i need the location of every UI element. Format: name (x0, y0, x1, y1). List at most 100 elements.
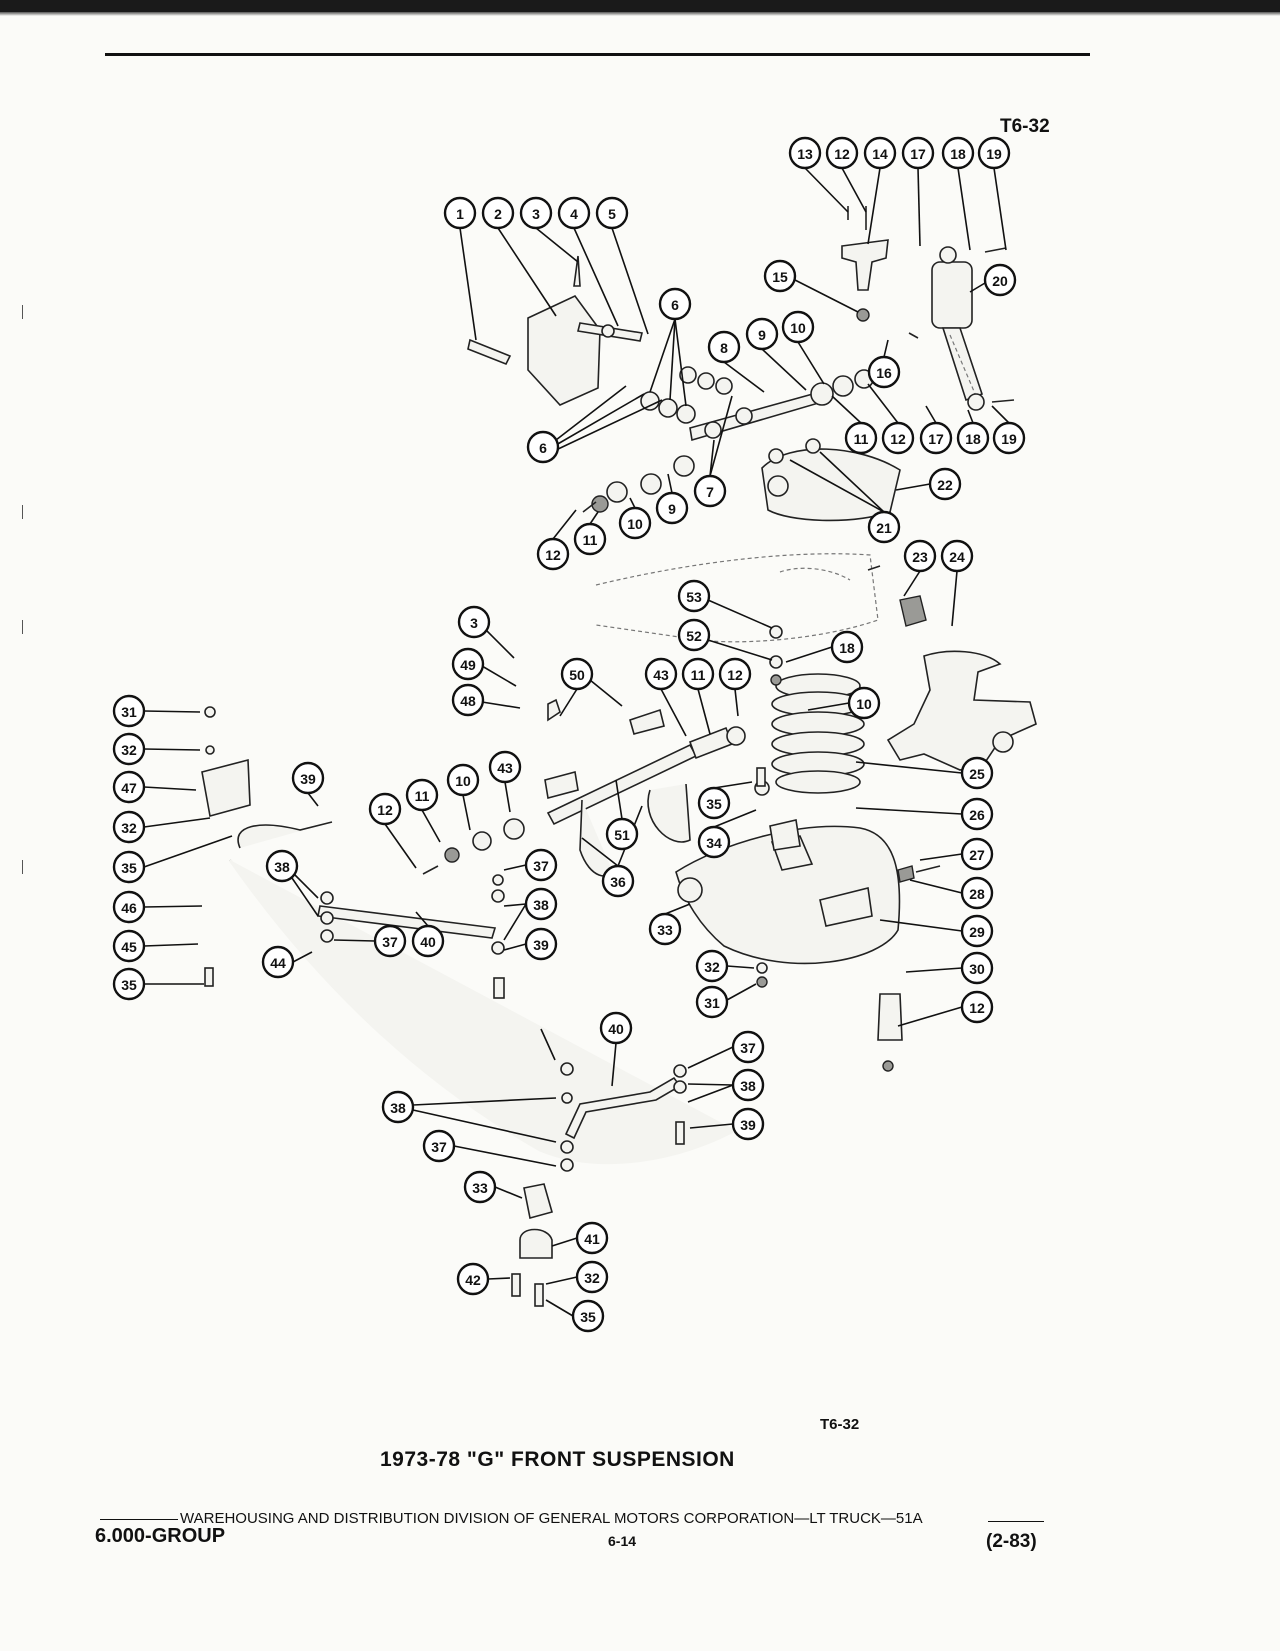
callout-circle (595, 196, 629, 230)
callout-number: 17 (928, 431, 944, 447)
callout-circle (575, 1260, 609, 1294)
callout-37: 37 (731, 1030, 765, 1064)
figure-code-top: T6-32 (1000, 116, 1050, 137)
callout-41: 41 (575, 1221, 609, 1255)
callout-circle (992, 421, 1026, 455)
callout-number: 9 (758, 327, 766, 343)
footer-lead-rule (100, 1518, 178, 1520)
callout-14: 14 (863, 136, 897, 170)
callout-circle (575, 1221, 609, 1255)
callout-circle (557, 196, 591, 230)
callout-number: 3 (532, 206, 540, 222)
binder-mark (22, 305, 23, 319)
callout-32: 32 (112, 732, 146, 766)
callout-49: 49 (451, 647, 485, 681)
callout-number: 12 (377, 802, 393, 818)
callout-circle (960, 914, 994, 948)
callout-circle (960, 797, 994, 831)
callout-circle (940, 539, 974, 573)
callout-15: 15 (763, 259, 797, 293)
callout-circle (112, 850, 146, 884)
callout-circle (411, 924, 445, 958)
callout-33: 33 (648, 912, 682, 946)
callout-number: 31 (121, 704, 137, 720)
upper-ball-joint (841, 206, 889, 322)
callout-37: 37 (422, 1129, 456, 1163)
shaft-hardware-upper (582, 366, 874, 513)
callout-16: 16 (867, 355, 901, 389)
callout-circle (731, 1107, 765, 1141)
callout-28: 28 (960, 876, 994, 910)
callout-circle (648, 912, 682, 946)
callout-circle (368, 792, 402, 826)
callout-6: 6 (658, 287, 692, 321)
callout-12: 12 (825, 136, 859, 170)
callout-circle (763, 259, 797, 293)
callout-number: 18 (965, 431, 981, 447)
callout-44: 44 (261, 945, 295, 979)
callout-number: 1 (456, 206, 464, 222)
callout-circle (644, 657, 678, 691)
callout-35: 35 (112, 850, 146, 884)
callout-35: 35 (112, 967, 146, 1001)
callout-12: 12 (960, 990, 994, 1024)
callout-circle (422, 1129, 456, 1163)
callout-number: 18 (839, 640, 855, 656)
callout-number: 10 (627, 516, 643, 532)
callout-number: 37 (382, 934, 398, 950)
callout-5: 5 (595, 196, 629, 230)
stabilizer-link-lower (560, 1062, 687, 1172)
callout-number: 10 (455, 773, 471, 789)
callout-circle (731, 1030, 765, 1064)
callout-number: 29 (969, 924, 985, 940)
callout-circle (960, 951, 994, 985)
scan-edge-shadow (0, 12, 1280, 16)
callout-circle (601, 864, 635, 898)
callout-circle (605, 817, 639, 851)
callout-11: 11 (844, 421, 878, 455)
callout-number: 44 (270, 955, 286, 971)
shock-absorber (908, 246, 1015, 411)
callout-38: 38 (524, 887, 558, 921)
callout-3: 3 (457, 605, 491, 639)
callout-circle (788, 136, 822, 170)
callout-circle (451, 683, 485, 717)
callout-11: 11 (681, 657, 715, 691)
callout-27: 27 (960, 837, 994, 871)
callout-number: 38 (533, 897, 549, 913)
callout-number: 21 (876, 520, 892, 536)
callout-number: 38 (390, 1100, 406, 1116)
header-rule (105, 53, 1090, 56)
callout-number: 10 (790, 320, 806, 336)
callout-circle (112, 810, 146, 844)
callout-number: 37 (431, 1139, 447, 1155)
callout-number: 40 (608, 1021, 624, 1037)
callout-number: 11 (854, 431, 869, 447)
callout-39: 39 (524, 927, 558, 961)
callout-number: 37 (740, 1040, 756, 1056)
callout-circle (881, 421, 915, 455)
callout-circle (830, 630, 864, 664)
callout-12: 12 (718, 657, 752, 691)
callout-circle (825, 136, 859, 170)
callout-number: 37 (533, 858, 549, 874)
callout-circle (693, 474, 727, 508)
callout-circle (977, 136, 1011, 170)
callout-36: 36 (601, 864, 635, 898)
callout-1: 1 (443, 196, 477, 230)
callout-circle (697, 786, 731, 820)
callout-circle (405, 778, 439, 812)
frame-crossmember (595, 553, 879, 643)
callout-number: 7 (706, 484, 714, 500)
callout-32: 32 (695, 949, 729, 983)
callout-number: 3 (470, 615, 478, 631)
callout-39: 39 (731, 1107, 765, 1141)
callout-circle (745, 317, 779, 351)
callout-50: 50 (560, 657, 594, 691)
footer-date: (2-83) (986, 1531, 1037, 1552)
callout-19: 19 (977, 136, 1011, 170)
callout-10: 10 (781, 310, 815, 344)
callout-circle (677, 579, 711, 613)
callout-number: 20 (992, 273, 1008, 289)
